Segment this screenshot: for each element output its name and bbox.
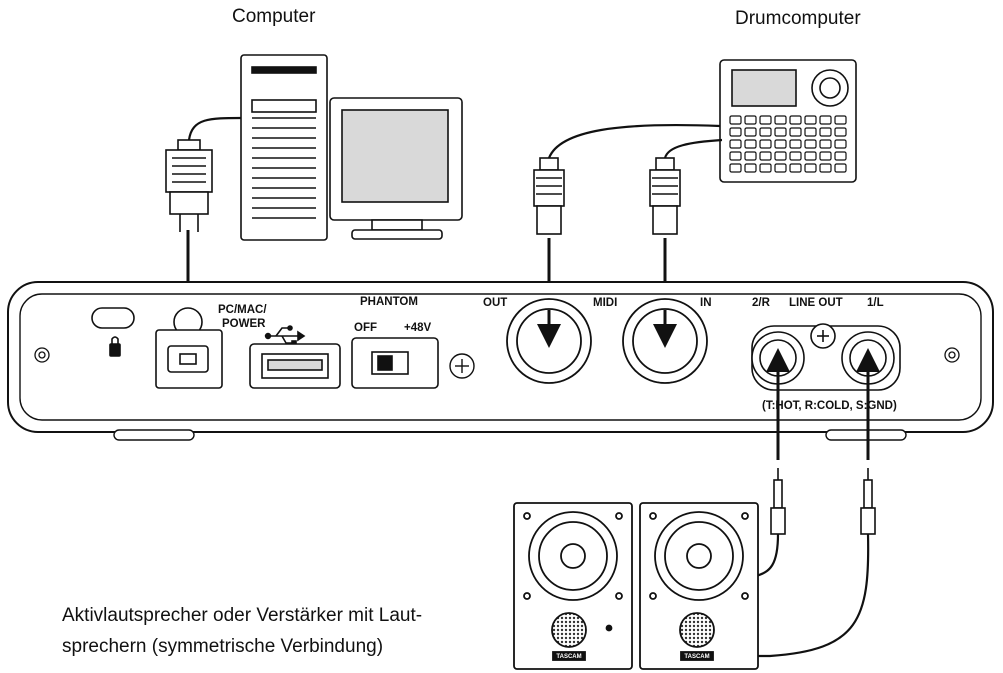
drum-pad bbox=[729, 127, 742, 137]
midi-cables bbox=[547, 123, 723, 159]
drum-pad bbox=[729, 139, 742, 149]
usb-a-port bbox=[249, 343, 341, 389]
drum-pad bbox=[729, 115, 742, 125]
drum-pad bbox=[759, 127, 772, 137]
speakers-caption-line1: Aktivlautsprecher oder Verstärker mit La… bbox=[62, 605, 423, 626]
ground-screw-icon bbox=[449, 353, 475, 379]
speaker-left-brand: TASCAM bbox=[556, 654, 581, 660]
computer-monitor bbox=[329, 97, 463, 240]
drum-pad bbox=[819, 127, 832, 137]
drum-pad bbox=[744, 151, 757, 161]
phantom-switch bbox=[351, 337, 439, 389]
drum-pad bbox=[744, 163, 757, 173]
drum-pad bbox=[744, 115, 757, 125]
drum-pad bbox=[819, 163, 832, 173]
out-1l-label: 1/L bbox=[867, 297, 884, 309]
speaker-cables bbox=[755, 533, 870, 658]
drum-pad bbox=[834, 115, 847, 125]
drum-pad bbox=[819, 151, 832, 161]
drum-pad bbox=[774, 127, 787, 137]
drum-pad bbox=[774, 163, 787, 173]
phantom-48v-label: +48V bbox=[404, 322, 432, 334]
drum-pad bbox=[789, 163, 802, 173]
drum-pad bbox=[819, 139, 832, 149]
drum-pad bbox=[744, 139, 757, 149]
midi-plug-in bbox=[649, 157, 681, 235]
drum-pad bbox=[774, 139, 787, 149]
midi-plug-out bbox=[533, 157, 565, 235]
drum-machine-caption: Drumcomputer bbox=[735, 8, 861, 29]
kensington-lock-icon bbox=[91, 307, 135, 357]
ground-screw-icon bbox=[34, 347, 50, 363]
pc-mac-label: PC/MAC/ bbox=[218, 304, 267, 316]
power-label: POWER bbox=[222, 318, 266, 330]
speaker-right bbox=[639, 502, 759, 670]
drum-pad bbox=[834, 127, 847, 137]
drum-pad bbox=[819, 115, 832, 125]
drum-pad bbox=[789, 115, 802, 125]
drum-pad bbox=[804, 139, 817, 149]
trs-plug-left bbox=[860, 468, 876, 535]
midi-in-label: IN bbox=[700, 297, 712, 309]
speaker-left bbox=[513, 502, 633, 670]
drum-pad bbox=[729, 163, 742, 173]
line-out-label: LINE OUT bbox=[789, 297, 843, 309]
drum-pads bbox=[729, 115, 847, 173]
drum-pad bbox=[774, 151, 787, 161]
speakers-caption-line2: sprechern (symmetrische Verbindung) bbox=[62, 636, 384, 657]
phantom-off-label: OFF bbox=[354, 322, 377, 334]
drum-pad bbox=[759, 115, 772, 125]
trs-plug-right bbox=[770, 468, 786, 535]
drum-pad bbox=[834, 163, 847, 173]
ground-screw-icon bbox=[944, 347, 960, 363]
out-2r-label: 2/R bbox=[752, 297, 771, 309]
drum-pad bbox=[744, 127, 757, 137]
drum-pad bbox=[804, 163, 817, 173]
speaker-right-brand: TASCAM bbox=[684, 654, 709, 660]
drum-pad bbox=[804, 127, 817, 137]
midi-label: MIDI bbox=[593, 297, 617, 309]
midi-out-label: OUT bbox=[483, 297, 507, 309]
drum-pad bbox=[804, 115, 817, 125]
line-out-panel bbox=[751, 323, 901, 391]
computer-tower bbox=[240, 54, 328, 241]
usb-plug bbox=[165, 139, 213, 232]
usb-b-port bbox=[155, 307, 223, 389]
drum-pad bbox=[759, 139, 772, 149]
drum-pad bbox=[789, 151, 802, 161]
drum-pad bbox=[774, 115, 787, 125]
usb-cable bbox=[187, 116, 242, 141]
phantom-label: PHANTOM bbox=[360, 296, 418, 308]
drum-pad bbox=[789, 139, 802, 149]
drum-pad bbox=[834, 151, 847, 161]
drum-pad bbox=[759, 163, 772, 173]
drum-pad bbox=[804, 151, 817, 161]
computer-caption: Computer bbox=[232, 6, 316, 27]
trs-wiring-note: (T:HOT, R:COLD, S:GND) bbox=[762, 400, 897, 412]
drum-pad bbox=[834, 139, 847, 149]
drum-pad bbox=[789, 127, 802, 137]
usb-symbol-icon bbox=[264, 325, 306, 346]
drum-pad bbox=[729, 151, 742, 161]
drum-pad bbox=[759, 151, 772, 161]
